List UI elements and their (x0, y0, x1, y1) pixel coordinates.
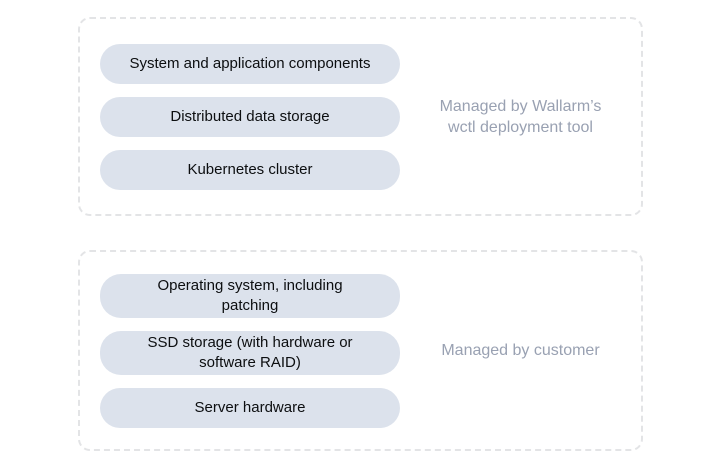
component-pill-server-hardware: Server hardware (100, 387, 400, 428)
wallarm-managed-pill-column: System and application components Distri… (100, 19, 400, 214)
customer-managed-group-label: Managed by customer (441, 342, 600, 359)
customer-managed-pill-column: Operating system, including patching SSD… (100, 252, 400, 449)
component-pill-operating-system: Operating system, including patching (100, 273, 400, 318)
component-pill-distributed-data-storage: Distributed data storage (100, 96, 400, 137)
component-pill-system-and-application: System and application components (100, 43, 400, 84)
component-pill-ssd-storage: SSD storage (with hardware or software R… (100, 330, 400, 375)
wallarm-managed-group-label: Managed by Wallarm’s wctl deployment too… (439, 97, 602, 136)
wallarm-managed-label-area: Managed by Wallarm’s wctl deployment too… (400, 19, 641, 214)
wallarm-managed-group: System and application components Distri… (78, 17, 643, 216)
customer-managed-group: Operating system, including patching SSD… (78, 250, 643, 451)
customer-managed-label-area: Managed by customer (400, 252, 641, 449)
component-pill-kubernetes-cluster: Kubernetes cluster (100, 149, 400, 190)
